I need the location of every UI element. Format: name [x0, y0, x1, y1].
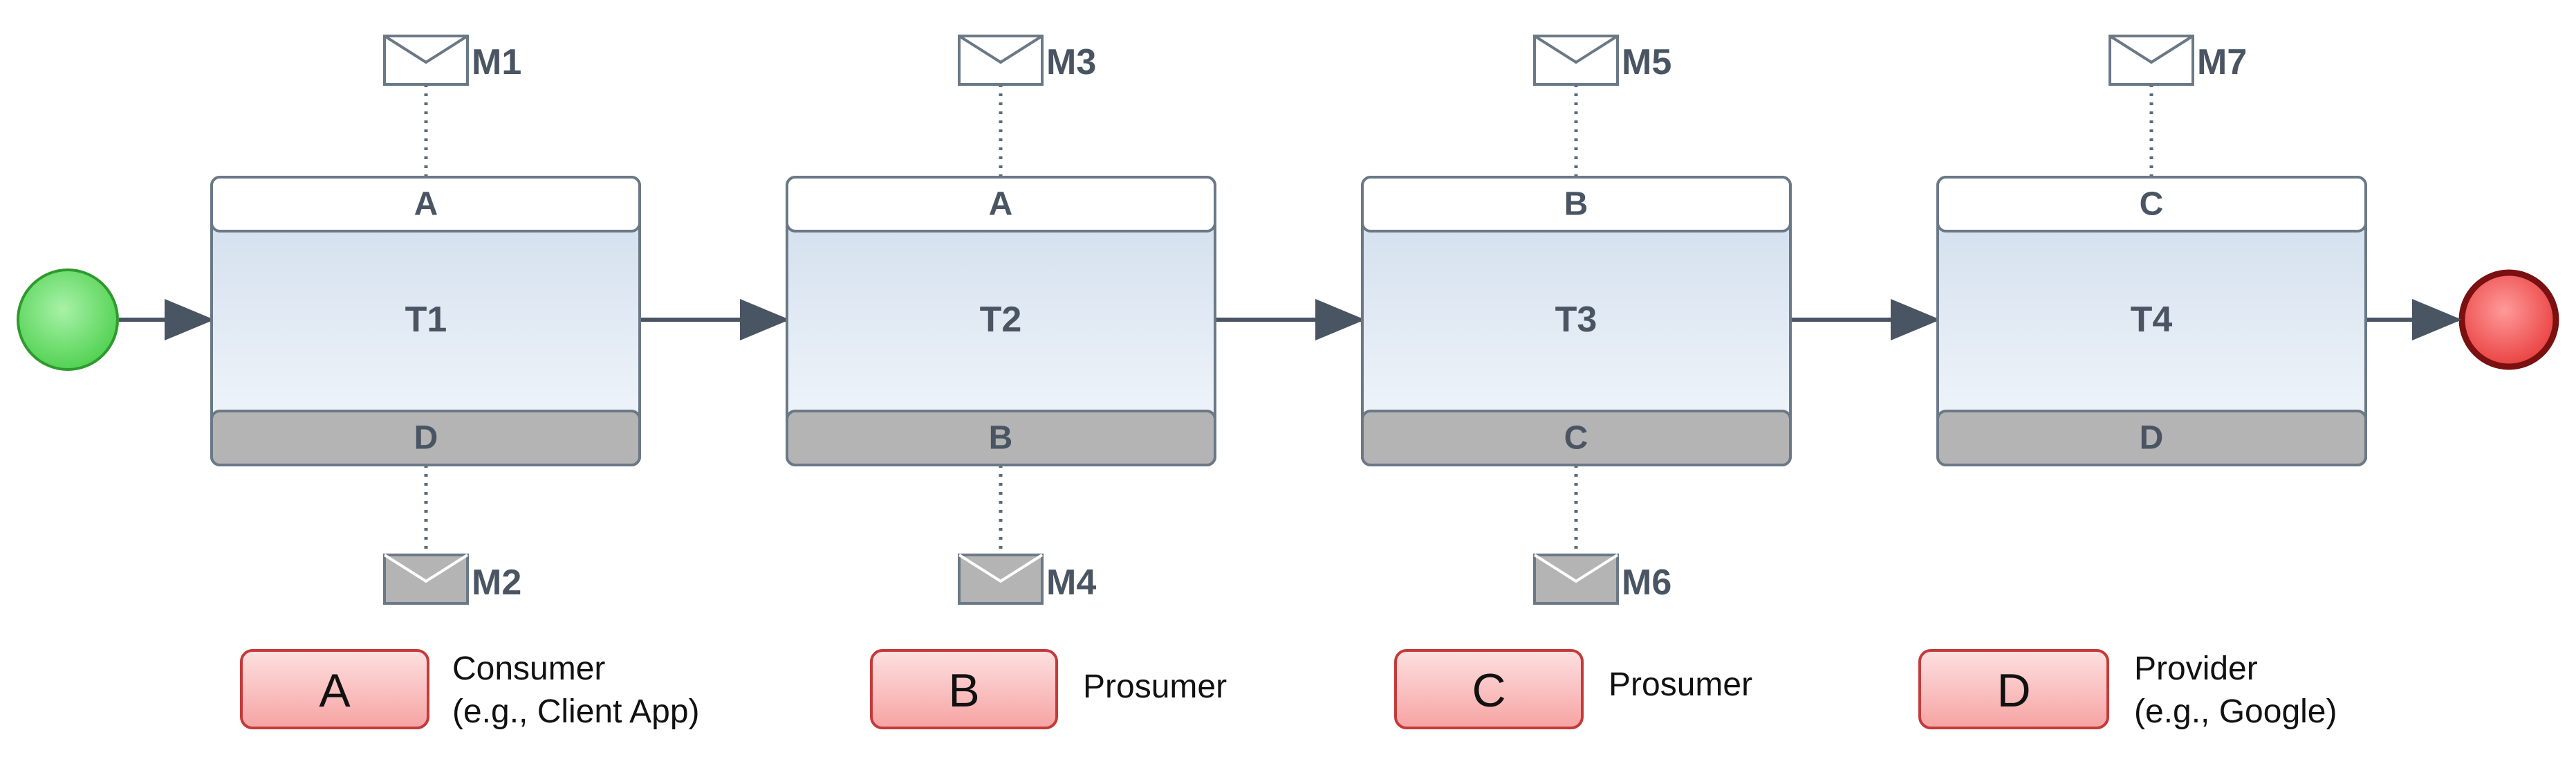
- legend-key-label: B: [948, 664, 979, 717]
- legend-item-d: D Provider (e.g., Google): [1918, 649, 2337, 730]
- legend-key-box: [240, 649, 429, 729]
- task-title: T2: [980, 300, 1022, 340]
- non-initiating-band: [1936, 410, 2367, 466]
- top-message-label: M1: [472, 42, 521, 82]
- task-t1: A T1 D M1 M2: [210, 35, 641, 605]
- legend-description: Provider: [2134, 650, 2258, 687]
- task-t4: C T4 D M7: [1936, 35, 2367, 466]
- non-initiating-band: [210, 410, 641, 466]
- legend-description: Consumer: [452, 650, 605, 687]
- legend-description: Prosumer: [1083, 668, 1227, 705]
- envelope-filled-icon: [1533, 554, 1619, 605]
- bottom-message-label: M4: [1046, 563, 1096, 603]
- envelope-icon: [383, 35, 469, 86]
- legend-item-b: B Prosumer: [870, 649, 1227, 729]
- top-message-label: M7: [2197, 42, 2247, 82]
- task-t3: B T3 C M5 M6: [1361, 35, 1792, 605]
- legend-item-c: C Prosumer: [1394, 649, 1752, 729]
- bottom-message-label: M6: [1622, 563, 1671, 603]
- legend-key-label: A: [319, 664, 351, 717]
- legend-item-a: A Consumer (e.g., Client App): [240, 649, 700, 730]
- bottom-participant-label: D: [414, 420, 438, 457]
- envelope-filled-icon: [383, 554, 469, 605]
- task-t2: A T2 B M3 M4: [786, 35, 1216, 605]
- task-title: T4: [2131, 300, 2173, 340]
- initiating-band: [786, 176, 1216, 232]
- top-message-label: M5: [1622, 42, 1671, 82]
- top-message-label: M3: [1046, 42, 1096, 82]
- legend-description: Prosumer: [1609, 666, 1752, 703]
- legend-key-label: D: [1996, 664, 2030, 717]
- envelope-icon: [2109, 35, 2194, 86]
- non-initiating-band: [786, 410, 1216, 466]
- legend-key-label: C: [1472, 664, 1505, 717]
- non-initiating-band: [1361, 410, 1792, 466]
- task-title: T1: [405, 300, 447, 340]
- top-participant-label: A: [414, 186, 438, 223]
- top-participant-label: A: [989, 186, 1013, 223]
- legend-key-box: [1394, 649, 1584, 729]
- start-event: [17, 268, 119, 371]
- legend-description-detail: (e.g., Client App): [452, 693, 700, 730]
- bottom-message-label: M2: [472, 563, 521, 603]
- top-participant-label: B: [1564, 186, 1588, 223]
- top-participant-label: C: [2140, 186, 2164, 223]
- bottom-participant-label: D: [2140, 420, 2164, 457]
- bottom-participant-label: B: [989, 420, 1013, 457]
- initiating-band: [210, 176, 641, 232]
- envelope-icon: [1533, 35, 1619, 86]
- legend-key-box: [1918, 649, 2109, 729]
- legend: A Consumer (e.g., Client App) B Prosumer…: [240, 649, 2337, 730]
- initiating-band: [1361, 176, 1792, 232]
- end-event: [2458, 269, 2559, 370]
- legend-description-detail: (e.g., Google): [2134, 693, 2337, 730]
- legend-key-box: [870, 649, 1058, 729]
- initiating-band: [1936, 176, 2367, 232]
- envelope-filled-icon: [958, 554, 1044, 605]
- bottom-participant-label: C: [1564, 420, 1588, 457]
- envelope-icon: [958, 35, 1044, 86]
- task-title: T3: [1555, 300, 1597, 340]
